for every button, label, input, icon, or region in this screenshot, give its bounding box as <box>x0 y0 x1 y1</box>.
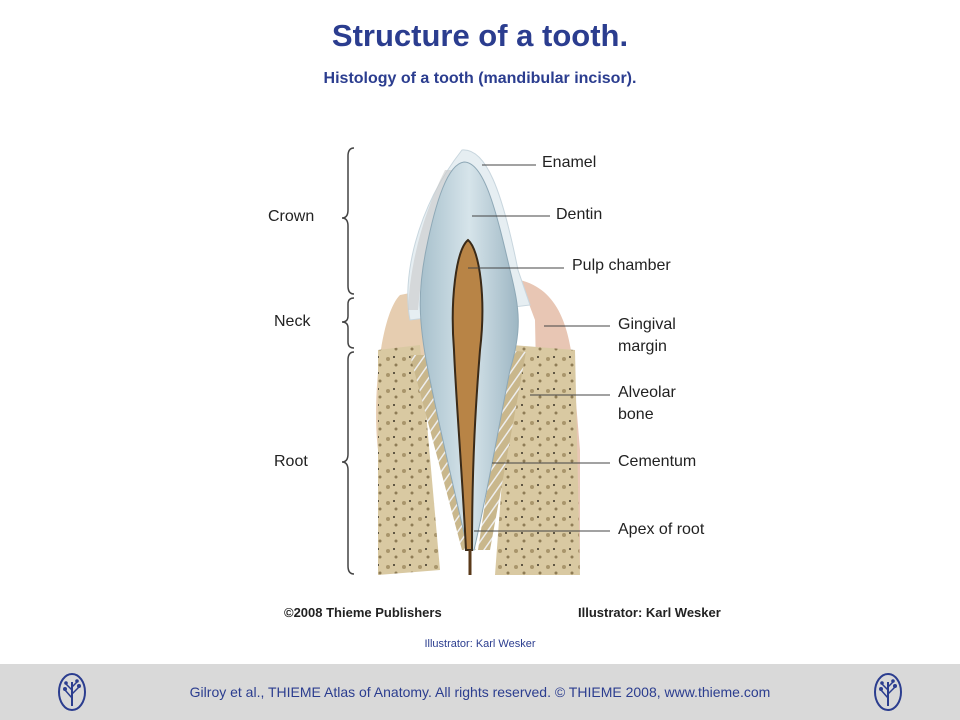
page-subtitle: Histology of a tooth (mandibular incisor… <box>323 70 637 87</box>
region-label-root: Root <box>274 453 308 470</box>
tooth-illustration <box>341 147 610 575</box>
periodontal-ligament-right <box>478 350 526 550</box>
crown-brace <box>341 147 355 295</box>
region-braces <box>341 147 355 575</box>
figure-copyright: ©2008 Thieme Publishers <box>284 605 442 620</box>
region-label-neck: Neck <box>274 313 311 330</box>
root-brace <box>341 351 355 575</box>
tooth-diagram: Crown Neck Root Enamel Dentin Pulp chamb… <box>240 130 740 630</box>
label-apex-of-root: Apex of root <box>618 521 705 538</box>
enamel-shadow <box>408 170 452 310</box>
figure-illustrator: Illustrator: Karl Wesker <box>578 605 721 620</box>
footer-bar: Gilroy et al., THIEME Atlas of Anatomy. … <box>0 664 960 720</box>
label-dentin: Dentin <box>556 206 603 223</box>
label-pulp-chamber: Pulp chamber <box>572 257 671 274</box>
label-cementum: Cementum <box>618 453 697 470</box>
footer-copyright-text: Gilroy et al., THIEME Atlas of Anatomy. … <box>189 684 771 700</box>
label-gingival-margin: Gingival margin <box>618 316 676 356</box>
neck-brace <box>341 297 355 349</box>
label-enamel: Enamel <box>542 154 597 171</box>
leader-lines <box>468 164 610 532</box>
label-alveolar-bone: Alveolar bone <box>618 384 676 424</box>
page-title: Structure of a tooth. <box>331 18 629 53</box>
illustrator-caption: Illustrator: Karl Wesker <box>424 638 536 650</box>
thieme-tree-logo-icon <box>52 672 92 712</box>
thieme-tree-logo-icon <box>868 672 908 712</box>
region-label-crown: Crown <box>268 208 315 225</box>
